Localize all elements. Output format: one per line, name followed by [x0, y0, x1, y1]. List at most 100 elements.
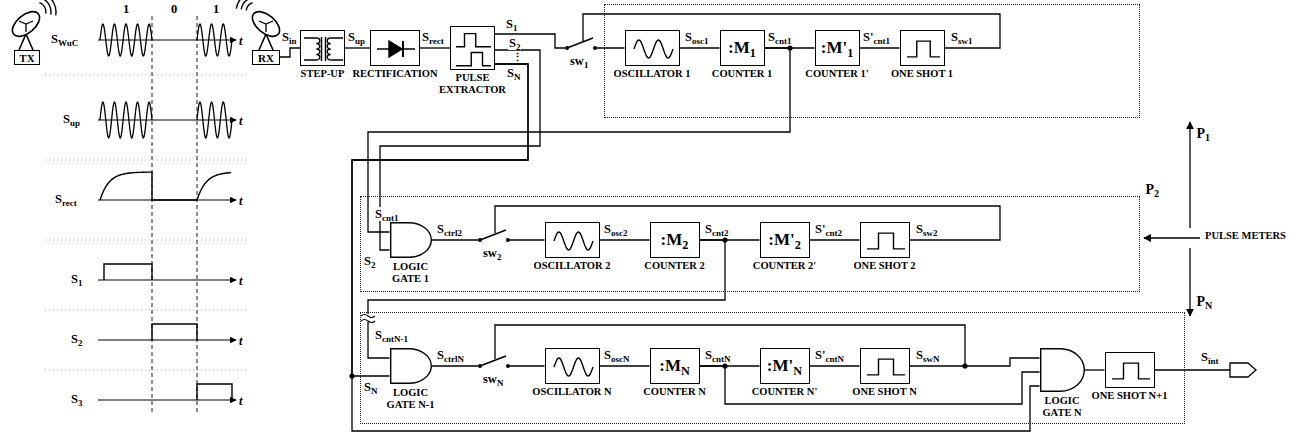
signal-name: Sctrl2: [436, 222, 463, 236]
signal-wire: [352, 64, 1040, 431]
counter-box: :M2COUNTER 2: [650, 222, 700, 258]
signal-name: PULSE METERS: [1204, 231, 1287, 242]
signal-wire: [860, 47, 900, 48]
block-symbol: [301, 31, 346, 67]
block-symbol: [861, 223, 911, 259]
signal-name: SoscN: [603, 348, 630, 362]
signal-wire: [352, 64, 528, 376]
counter-box: :M'2COUNTER 2': [760, 222, 810, 258]
time-axis: [98, 119, 236, 120]
diode-symbol: [389, 41, 402, 57]
bit-value: 1: [212, 2, 220, 16]
lead-symbol: [304, 38, 343, 60]
block-caption: COUNTER 2': [753, 260, 816, 272]
switch-blade: [480, 356, 506, 366]
block-caption: COUNTER N': [752, 386, 818, 398]
switch-blade: [567, 38, 593, 48]
signal-wire: [1085, 369, 1105, 370]
carrier-burst: [197, 24, 232, 56]
pulse-symbol: [456, 53, 491, 66]
pulse-meter-group: OSCILLATOR 1:M1COUNTER 1:M'1COUNTER 1'ON…: [604, 4, 1140, 118]
signal-name: S3: [70, 392, 83, 406]
coil-symbol: [327, 38, 331, 60]
signal-name: S'cntN: [814, 348, 845, 362]
coil-symbol: [316, 38, 320, 60]
divide-ratio: :M'2: [768, 231, 801, 249]
block-symbol: [371, 31, 421, 67]
antenna-dish: [248, 7, 284, 41]
signal-name: S2: [508, 36, 521, 50]
block-caption: COUNTER 2: [644, 260, 704, 272]
counter-box: :M1COUNTER 1: [720, 30, 765, 66]
bit-value: 0: [170, 2, 178, 16]
pulse-s3: [197, 384, 232, 400]
row-separator: [45, 240, 248, 241]
logic-gate: LOGIC GATE N: [1040, 348, 1085, 392]
signal-name: SN: [363, 380, 378, 394]
signal-name: ScntN: [704, 348, 731, 362]
junction-dot: [722, 363, 727, 368]
break-gap: [360, 314, 376, 322]
time-axis-label: t: [238, 34, 243, 48]
row-separator: [45, 370, 248, 371]
break-symbol: [361, 315, 375, 323]
signal-name: ScntN-1: [374, 328, 409, 342]
block-symbol: [1106, 353, 1156, 389]
block-caption: ONE SHOT N+1: [1092, 390, 1168, 402]
signal-name: Srect: [421, 30, 445, 44]
group-label: P1: [1197, 126, 1211, 141]
signal-name: ⋮: [511, 52, 524, 63]
bit-boundary: [197, 16, 198, 412]
oscillator-box: OSCILLATOR N: [545, 348, 600, 384]
antenna-tag: RX: [252, 50, 280, 65]
one-shot-box: ONE SHOT N+1: [1105, 352, 1155, 388]
signal-name: sw1: [569, 54, 589, 68]
divide-ratio: :M'1: [821, 39, 854, 57]
one-shot-box: ONE SHOT 1: [900, 30, 945, 66]
time-axis: [98, 339, 236, 340]
signal-name: Scnt1: [767, 30, 792, 44]
antenna-stand: [259, 34, 273, 50]
block-caption: LOGIC GATE 1: [385, 261, 437, 285]
antenna-stand: [19, 34, 33, 50]
antenna-feed: [19, 21, 33, 32]
oscillator-box: OSCILLATOR 1: [625, 30, 680, 66]
antenna-name: RX: [258, 52, 274, 64]
pointer-arrow: [1189, 248, 1190, 316]
signal-name: Sosc2: [603, 222, 628, 236]
switch-contact: [593, 46, 597, 50]
radio-wave: [246, 3, 252, 11]
block-symbol: [1040, 348, 1085, 392]
row-separator: [45, 160, 248, 161]
rectified-signal: [100, 172, 231, 200]
switch-contact: [506, 364, 510, 368]
signal-name: Sin: [281, 30, 297, 44]
junction-dot: [722, 237, 727, 242]
block-symbol: [546, 349, 601, 385]
block-symbol: [546, 223, 601, 259]
block-caption: STEP-UP: [301, 68, 345, 80]
block-caption: ONE SHOT 1: [891, 68, 953, 80]
signal-wire: [810, 365, 860, 366]
block-caption: RECTIFICATION: [353, 68, 438, 80]
block-caption: OSCILLATOR 1: [614, 68, 691, 80]
signal-name: S'cnt1: [862, 30, 891, 44]
group-label: P2: [1146, 182, 1160, 197]
oscillator-box: OSCILLATOR 2: [545, 222, 600, 258]
signal-wire: [680, 47, 720, 48]
counter-box: :MNCOUNTER N: [650, 348, 700, 384]
and-gate-symbol: [390, 222, 431, 257]
signal-name: SWuC: [50, 32, 79, 46]
core-symbol: [322, 37, 326, 61]
antenna-tag: TX: [14, 50, 40, 65]
time-axis-label: t: [238, 334, 243, 348]
radio-wave: [41, 0, 51, 15]
carrier-burst: [100, 24, 152, 56]
divide-ratio: :M2: [661, 231, 689, 249]
block-symbol: [390, 348, 432, 384]
switch-blade: [480, 230, 506, 240]
radio-wave: [241, 0, 251, 9]
block-symbol: [861, 349, 911, 385]
output-wire: [1155, 369, 1230, 370]
